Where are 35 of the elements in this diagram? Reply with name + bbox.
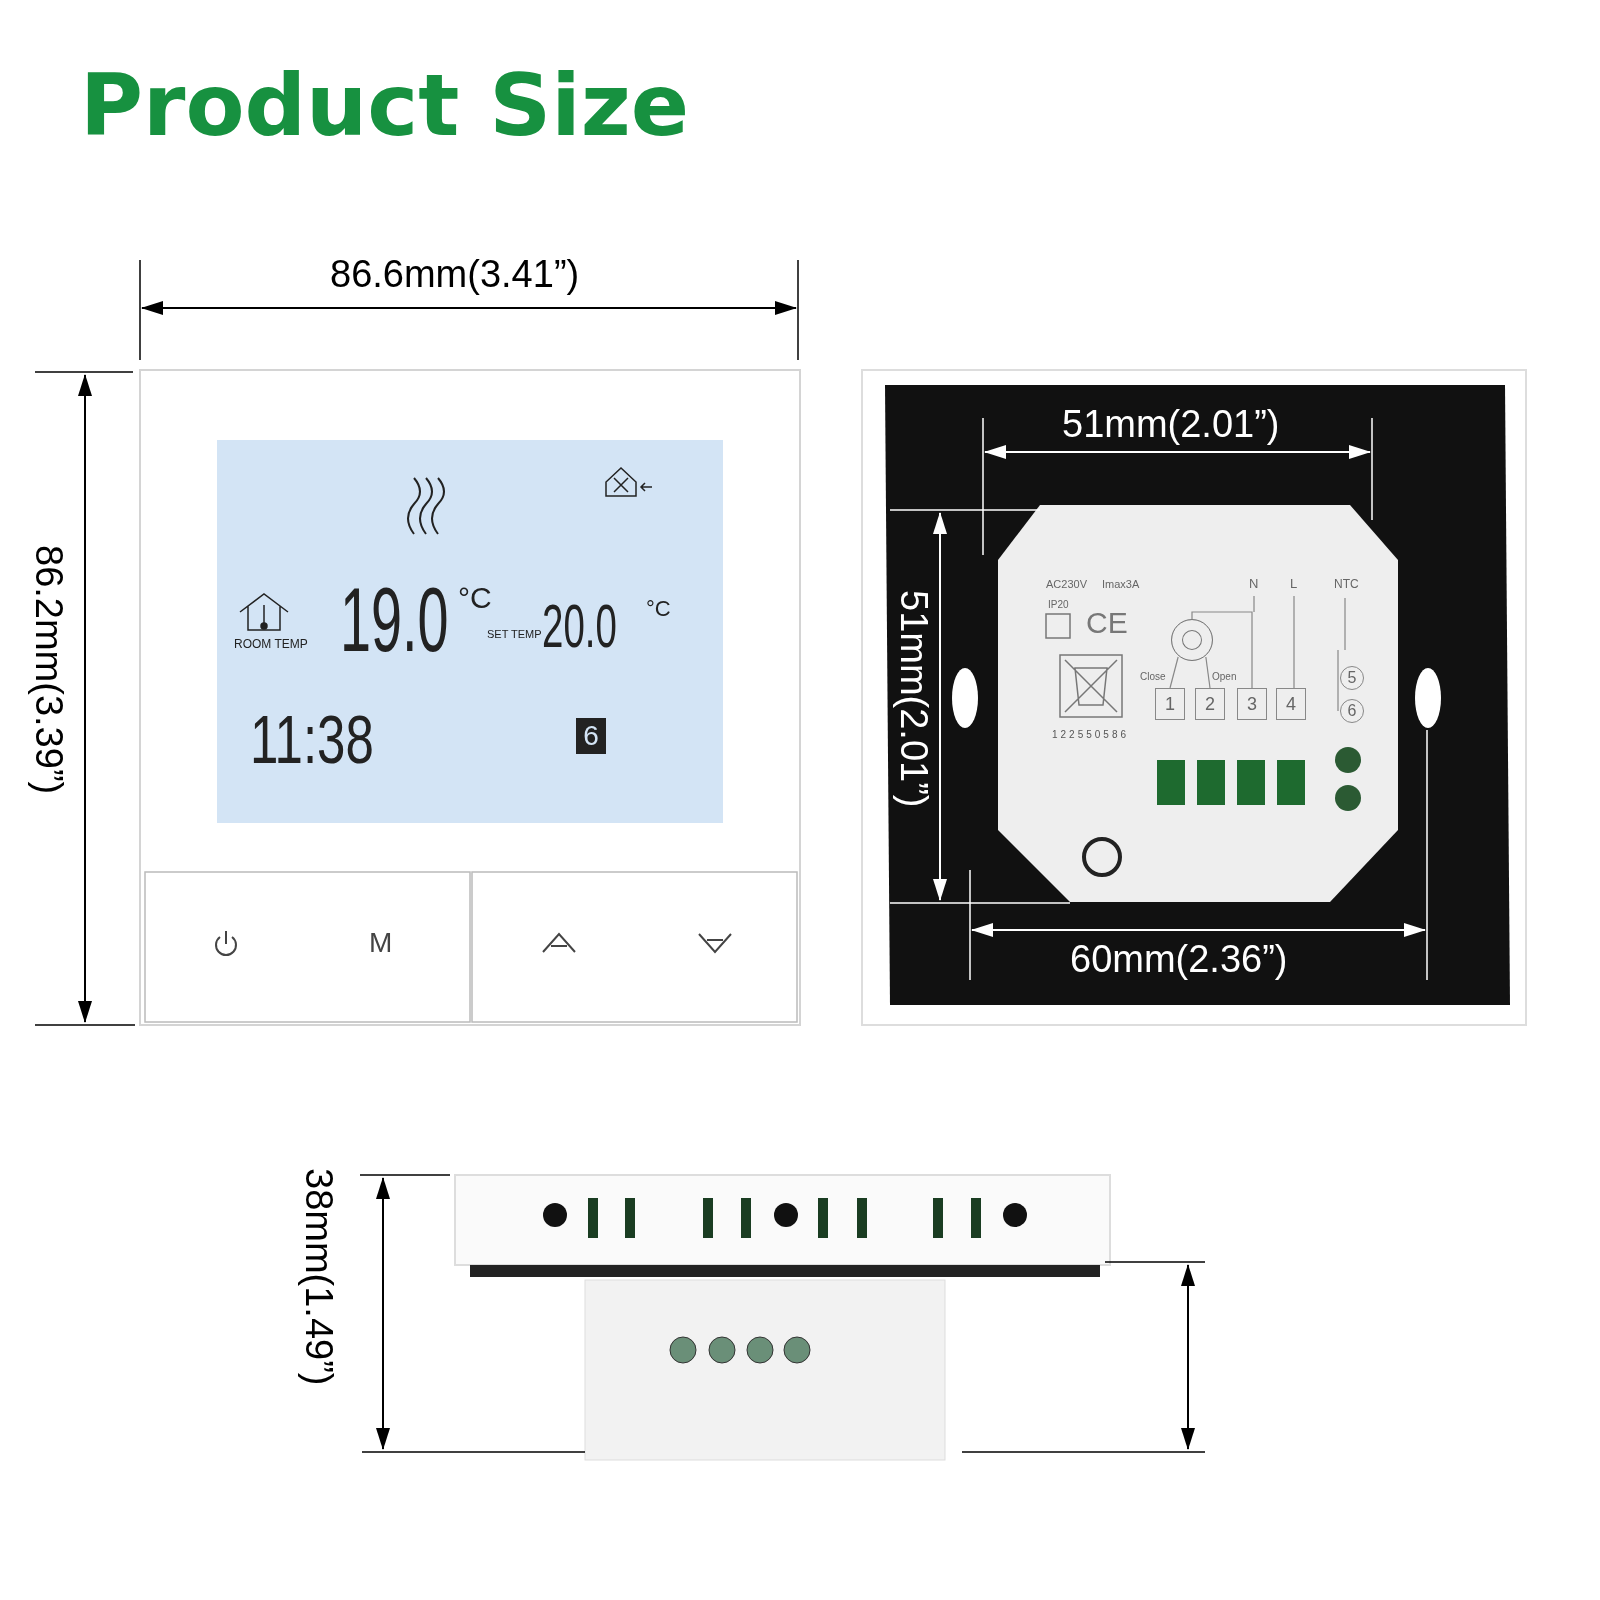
terminal-label: Open [1212,672,1237,682]
day-indicator: 6 [576,718,606,754]
terminal-number-box: 2 [1195,688,1225,720]
terminal-number-box: 4 [1276,688,1306,720]
terminal-label: N [1249,577,1259,590]
display-label: ROOM TEMP [234,638,308,650]
set-temperature-readout: 20.0 [542,595,617,657]
rating-text: Imax3A [1102,579,1140,590]
temperature-unit: °C [646,598,671,620]
dimension-label: 51mm(2.01”) [895,590,933,808]
serial-number: 122550586 [1052,730,1130,740]
dimension-label: 86.2mm(3.39”) [30,545,68,795]
terminal-number-circle: 6 [1340,699,1364,723]
dimension-label: 51mm(2.01”) [1062,405,1280,443]
terminal-label: L [1290,577,1298,590]
clock-readout: 11:38 [250,705,374,773]
dimension-label: 86.6mm(3.41”) [330,255,580,293]
room-temperature-readout: 19.0 [340,575,449,665]
temperature-unit: °C [458,583,492,613]
wire-line [1205,656,1211,689]
terminal-number-box: 1 [1155,688,1185,720]
wire-line [1169,656,1179,689]
terminal-label: NTC [1334,578,1359,590]
terminal-label: Close [1140,672,1166,682]
terminal-number-box: 3 [1237,688,1267,720]
dimension-label: 38mm(1.49”) [300,1168,338,1386]
certification-mark: CE [1086,608,1128,638]
rating-text: IP20 [1048,600,1069,610]
page-title: Product Size [80,62,690,148]
display-label: SET TEMP [487,629,542,640]
dimension-label: 60mm(2.36”) [1070,940,1288,978]
rating-text: AC230V [1046,579,1087,590]
valve-motor-symbol [1171,619,1213,661]
mode-key-label: M [369,929,393,957]
wire-line [1191,611,1253,689]
